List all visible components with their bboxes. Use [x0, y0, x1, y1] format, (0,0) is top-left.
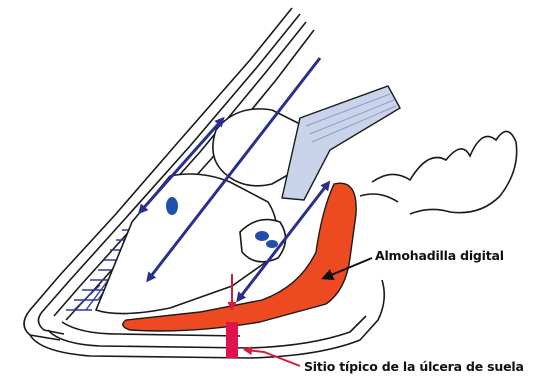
digital-cushion-label: Almohadilla digital: [375, 248, 504, 263]
ulcer-site-marker: [226, 322, 238, 358]
heel-skin-fold: [360, 131, 517, 214]
ulcer-site-label: Sitio típico de la úlcera de suela: [304, 359, 524, 374]
